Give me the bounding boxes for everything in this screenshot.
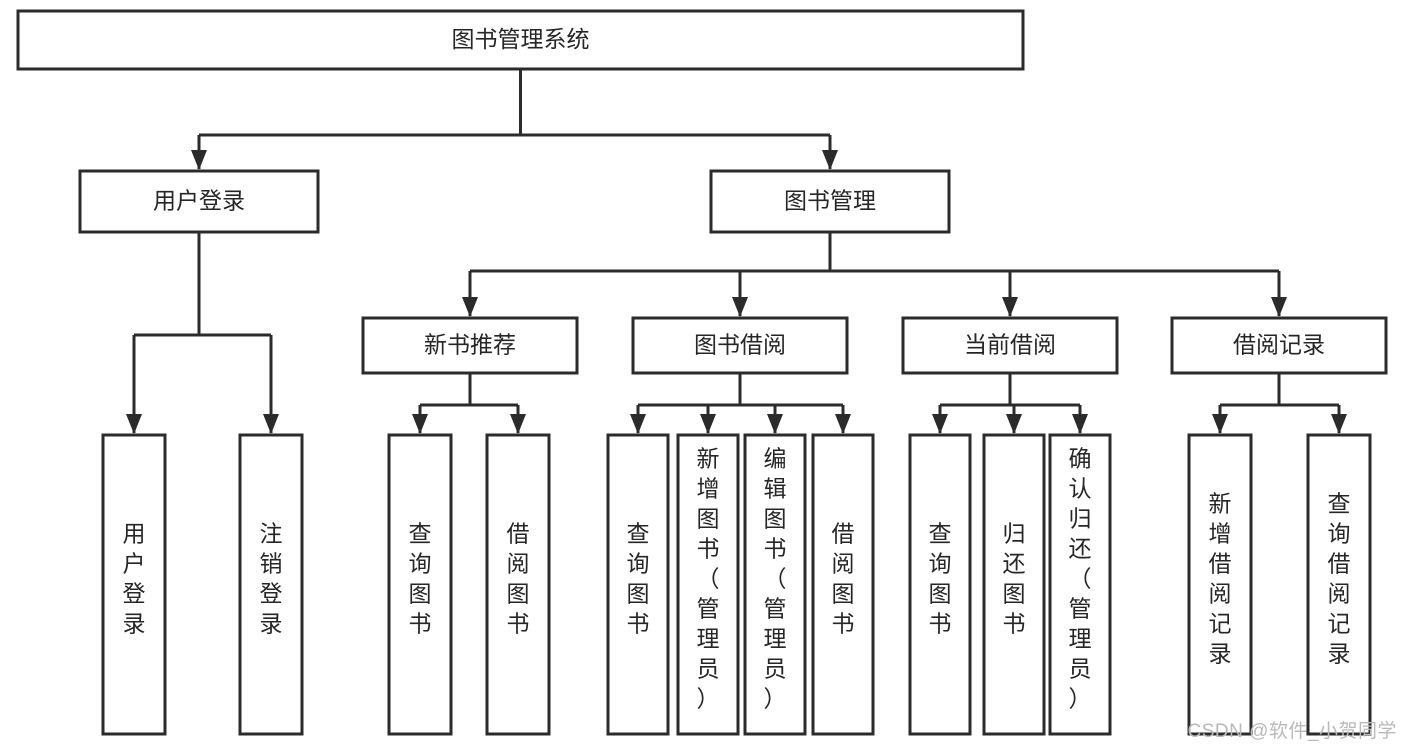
node-label: 归还图书 — [1003, 521, 1026, 637]
node-label: 编辑图书（管理员） — [764, 446, 787, 712]
arrow-head-icon — [126, 414, 142, 434]
node-box — [908, 433, 972, 736]
node-label: 新增图书（管理员） — [697, 446, 720, 712]
arrow-head-icon — [630, 414, 646, 434]
node-box — [606, 433, 670, 736]
node-label: 用户登录 — [123, 521, 146, 637]
node-label: 借阅图书 — [507, 521, 530, 637]
node-box — [631, 316, 849, 375]
node-box — [901, 316, 1119, 375]
node-label: 图书管理 — [784, 188, 876, 214]
node-label: 图书借阅 — [694, 332, 786, 358]
node-box — [16, 9, 1025, 71]
node-label: 新书推荐 — [424, 332, 516, 358]
arrow-head-icon — [1006, 414, 1022, 434]
arrow-head-icon — [510, 414, 526, 434]
node-leaf-rec-query2[interactable]: 查询借阅记录 — [1306, 433, 1372, 736]
arrow-head-icon — [191, 150, 207, 170]
arrow-head-icon — [462, 297, 478, 317]
node-box — [709, 169, 951, 234]
node-root[interactable]: 图书管理系统 — [16, 9, 1025, 71]
node-label: 查询图书 — [409, 521, 432, 637]
node-box — [1306, 433, 1372, 736]
node-box — [101, 433, 167, 736]
node-leaf-borrow-do[interactable]: 借阅图书 — [811, 433, 875, 736]
node-label: 当前借阅 — [964, 332, 1056, 358]
node-leaf-cur-return[interactable]: 归还图书 — [982, 433, 1046, 736]
node-label: 借阅图书 — [832, 521, 855, 637]
arrow-head-icon — [412, 414, 428, 434]
arrow-head-icon — [1331, 414, 1347, 434]
node-label: 图书管理系统 — [452, 26, 590, 52]
arrow-head-icon — [700, 414, 716, 434]
arrow-head-icon — [1002, 297, 1018, 317]
node-label: 查询借阅记录 — [1328, 491, 1351, 667]
node-box — [1048, 433, 1112, 736]
arrow-head-icon — [835, 414, 851, 434]
watermark-label: CSDN @软件_小贺同学 — [1187, 721, 1397, 742]
node-layer: 图书管理系统用户登录图书管理新书推荐图书借阅当前借阅借阅记录用户登录注销登录查询… — [16, 9, 1388, 736]
node-leaf-rec-add[interactable]: 新增借阅记录 — [1187, 433, 1253, 736]
node-label: 借阅记录 — [1233, 332, 1325, 358]
node-box — [387, 433, 453, 736]
arrow-head-icon — [1271, 297, 1287, 317]
node-new-book-rec[interactable]: 新书推荐 — [361, 316, 579, 375]
node-box — [78, 169, 320, 234]
node-box — [485, 433, 551, 736]
node-book-manage[interactable]: 图书管理 — [709, 169, 951, 234]
node-box — [361, 316, 579, 375]
node-label: 新增借阅记录 — [1209, 491, 1232, 667]
arrow-head-icon — [263, 414, 279, 434]
node-leaf-borrow-add[interactable]: 新增图书（管理员） — [676, 433, 740, 736]
node-label: 注销登录 — [260, 521, 283, 637]
arrow-head-icon — [1212, 414, 1228, 434]
arrow-head-icon — [732, 297, 748, 317]
node-user-login[interactable]: 用户登录 — [78, 169, 320, 234]
node-current-borrow[interactable]: 当前借阅 — [901, 316, 1119, 375]
arrow-head-icon — [767, 414, 783, 434]
node-box — [811, 433, 875, 736]
node-leaf-rec-borrow[interactable]: 借阅图书 — [485, 433, 551, 736]
node-box — [1187, 433, 1253, 736]
node-box — [676, 433, 740, 736]
node-box — [238, 433, 304, 736]
node-label: 查询图书 — [627, 521, 650, 637]
node-leaf-cur-query[interactable]: 查询图书 — [908, 433, 972, 736]
arrow-head-icon — [822, 150, 838, 170]
node-label: 用户登录 — [153, 188, 245, 214]
node-box — [743, 433, 807, 736]
arrow-head-icon — [1072, 414, 1088, 434]
node-leaf-borrow-edit[interactable]: 编辑图书（管理员） — [743, 433, 807, 736]
node-box — [1170, 316, 1388, 375]
node-label: 确认归还（管理员） — [1069, 446, 1092, 712]
node-box — [982, 433, 1046, 736]
node-label: 查询图书 — [929, 521, 952, 637]
connector-layer — [126, 69, 1347, 434]
node-leaf-rec-query[interactable]: 查询图书 — [387, 433, 453, 736]
node-leaf-cur-confirm[interactable]: 确认归还（管理员） — [1048, 433, 1112, 736]
node-borrow-record[interactable]: 借阅记录 — [1170, 316, 1388, 375]
arrow-head-icon — [932, 414, 948, 434]
node-leaf-user-login[interactable]: 用户登录 — [101, 433, 167, 736]
node-leaf-user-logout[interactable]: 注销登录 — [238, 433, 304, 736]
node-book-borrow[interactable]: 图书借阅 — [631, 316, 849, 375]
node-leaf-borrow-query[interactable]: 查询图书 — [606, 433, 670, 736]
